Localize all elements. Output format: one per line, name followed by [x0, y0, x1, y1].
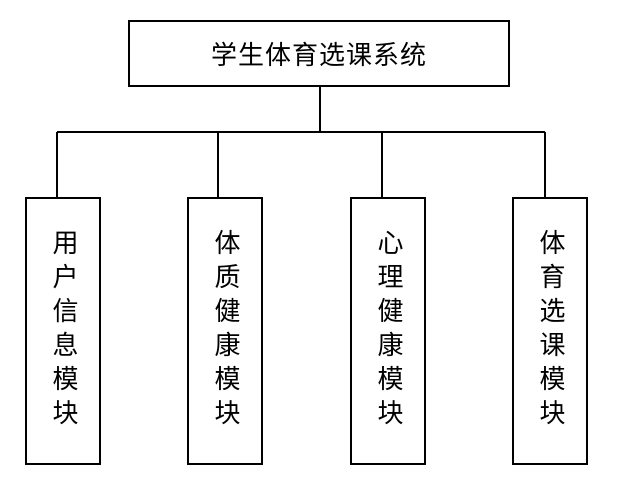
- module-node-user-info: 用户信息模块: [25, 197, 101, 465]
- module-node-label: 心理健康模块: [373, 229, 403, 433]
- module-node-label: 体质健康模块: [210, 229, 240, 433]
- module-node-pe-course-selection: 体育选课模块: [512, 197, 588, 465]
- module-node-label: 体育选课模块: [535, 229, 565, 433]
- root-node: 学生体育选课系统: [128, 20, 510, 87]
- module-node-mental-health: 心理健康模块: [350, 197, 426, 465]
- root-node-label: 学生体育选课系统: [210, 41, 427, 71]
- module-node-physical-health: 体质健康模块: [187, 197, 263, 465]
- module-node-label: 用户信息模块: [48, 229, 78, 433]
